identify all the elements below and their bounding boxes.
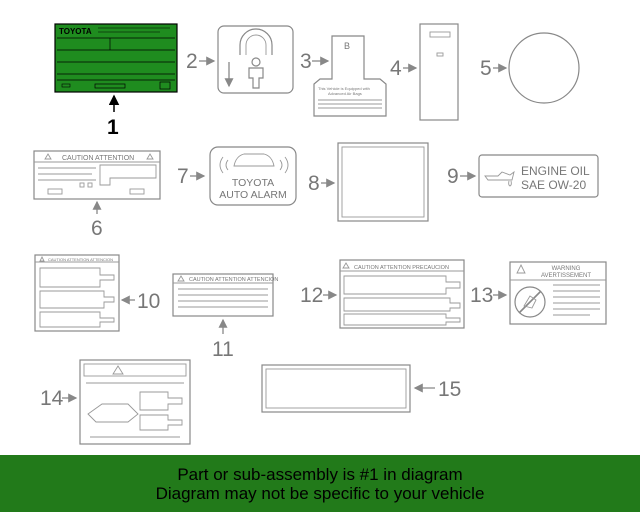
part-3-number: 3 [300, 50, 312, 73]
part-12-caution-label[interactable]: CAUTION ATTENTION PRECAUCION [339, 259, 465, 329]
part-5-round-label[interactable] [508, 32, 580, 104]
part-10-caution-label[interactable]: CAUTION ATTENTION ATTENCION [34, 254, 120, 332]
part-15-number: 15 [438, 378, 461, 401]
part-14-label[interactable] [79, 359, 191, 445]
part-14-number: 14 [40, 387, 64, 410]
part-4-number: 4 [390, 57, 402, 80]
warning-line-1: WARNING [552, 266, 581, 272]
part-11-header: CAUTION ATTENTION ATTENCION [189, 277, 278, 283]
part-15-label[interactable] [261, 364, 411, 413]
parts-diagram: TOYOTA 1 2 3 B This Vehicle is Equipped … [33, 23, 607, 445]
banner-line-1: Part or sub-assembly is #1 in diagram [177, 464, 463, 484]
oil-line-2: SAE OW-20 [521, 178, 586, 192]
part-9-number: 9 [447, 165, 459, 188]
airbag-letter: B [344, 41, 350, 51]
warning-line-2: AVERTISSEMENT [541, 273, 591, 279]
alarm-line-1: TOYOTA [232, 177, 274, 189]
part-1-toyota-label[interactable]: TOYOTA [54, 23, 178, 93]
part-8-number: 8 [308, 172, 320, 195]
oil-line-1: ENGINE OIL [521, 164, 590, 178]
part-6-number: 6 [91, 217, 103, 240]
part-6-header: CAUTION ATTENTION [62, 155, 134, 162]
part-10-header: CAUTION ATTENTION ATTENCION [48, 257, 113, 262]
part-4-tall-label[interactable] [419, 23, 459, 121]
notice-banner: Part or sub-assembly is #1 in diagram Di… [0, 455, 640, 512]
airbag-caption-1: This Vehicle is Equipped with [318, 86, 370, 91]
part-2-child-lock-label[interactable] [217, 25, 294, 94]
alarm-line-2: AUTO ALARM [219, 189, 287, 201]
part-5-number: 5 [480, 57, 492, 80]
part-9-engine-oil-label[interactable]: ENGINE OIL SAE OW-20 [478, 154, 599, 198]
part-10-number: 10 [137, 290, 160, 313]
part-7-auto-alarm-label[interactable]: TOYOTA AUTO ALARM [209, 146, 297, 206]
banner-line-2: Diagram may not be specific to your vehi… [155, 483, 485, 503]
part-11-caution-label[interactable]: CAUTION ATTENTION ATTENCION [172, 273, 278, 317]
part-1-number: 1 [107, 116, 119, 139]
toyota-brand-text: TOYOTA [59, 27, 92, 36]
airbag-caption-2: Advanced Air Bags [328, 91, 362, 96]
part-13-number: 13 [470, 284, 493, 307]
part-2-number: 2 [186, 50, 198, 73]
part-7-number: 7 [177, 165, 189, 188]
part-12-header: CAUTION ATTENTION PRECAUCION [354, 265, 449, 271]
part-11-number: 11 [212, 338, 234, 361]
part-13-warning-label[interactable]: WARNING AVERTISSEMENT [509, 261, 607, 325]
part-8-square-label[interactable] [337, 142, 429, 222]
part-3-airbag-label[interactable]: B This Vehicle is Equipped with Advanced… [313, 35, 387, 117]
part-6-caution-label[interactable]: CAUTION ATTENTION [33, 150, 161, 200]
part-12-number: 12 [300, 284, 323, 307]
